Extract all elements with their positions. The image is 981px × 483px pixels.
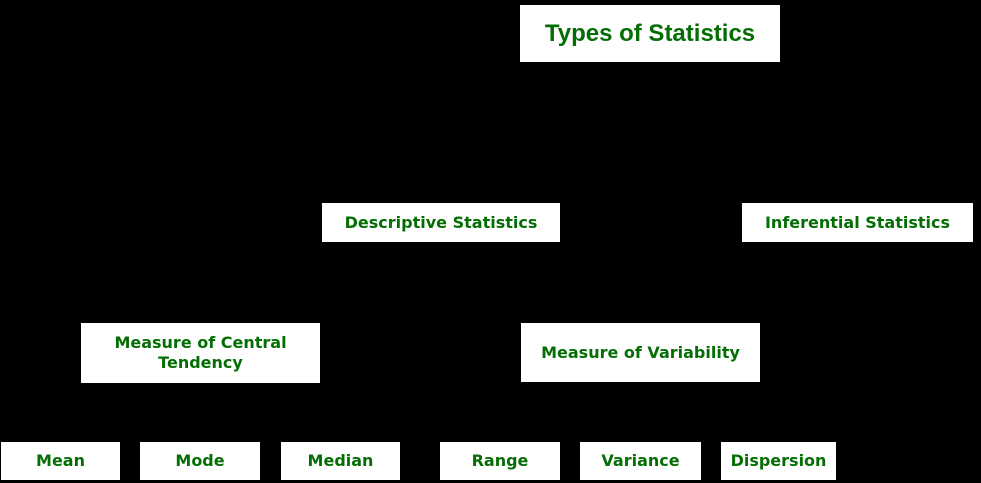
node-variance: Variance xyxy=(580,442,701,480)
node-dispersion: Dispersion xyxy=(721,442,836,480)
node-range: Range xyxy=(440,442,560,480)
node-median: Median xyxy=(281,442,400,480)
node-mode: Mode xyxy=(140,442,260,480)
node-descriptive-statistics: Descriptive Statistics xyxy=(322,203,560,242)
node-inferential-statistics: Inferential Statistics xyxy=(742,203,973,242)
node-mean: Mean xyxy=(1,442,120,480)
node-measure-of-variability: Measure of Variability xyxy=(521,323,760,382)
node-measure-of-central-tendency: Measure of Central Tendency xyxy=(81,323,320,383)
diagram-title: Types of Statistics xyxy=(520,5,780,62)
